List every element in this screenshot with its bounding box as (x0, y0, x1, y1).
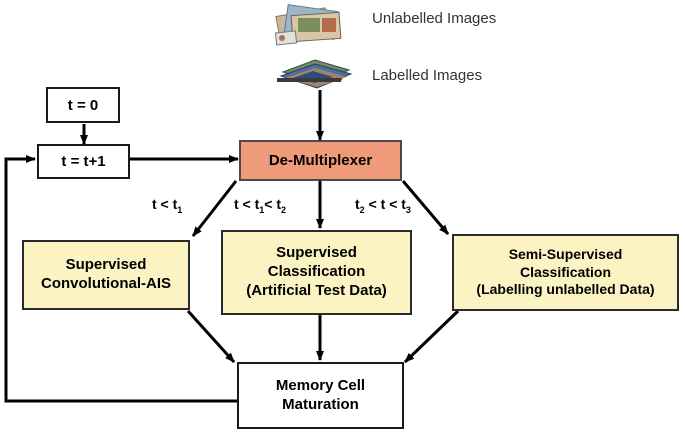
semi-sup-line-3: (Labelling unlabelled Data) (476, 281, 655, 298)
memory-line-1: Memory Cell (275, 376, 366, 394)
conv-ais-line-1: Supervised (65, 256, 147, 274)
init-step-label: t = 0 (67, 96, 99, 114)
unlabelled-images-icon (272, 2, 348, 46)
memory-line-2: Maturation (282, 395, 359, 413)
semi-supervised-classification-box: Semi-Supervised Classification (Labellin… (452, 234, 679, 311)
sup-class-line-3: (Artificial Test Data) (246, 281, 387, 299)
increment-step-label: t = t+1 (61, 153, 106, 170)
init-step-box: t = 0 (46, 87, 120, 123)
feedback-loop-arrow (4, 155, 237, 403)
labelled-images-icon (270, 54, 355, 92)
increment-step-box: t = t+1 (37, 144, 130, 179)
memory-cell-maturation-box: Memory Cell Maturation (237, 362, 404, 429)
conv-ais-line-2: Convolutional-AIS (41, 275, 171, 292)
semi-sup-line-2: Classification (519, 263, 611, 280)
semi-sup-line-1: Semi-Supervised (508, 246, 623, 263)
demux-to-semi-sup-arrow (401, 180, 450, 235)
labelled-images-label: Labelled Images (372, 67, 483, 84)
semi-sup-to-memory-arrow (403, 309, 460, 364)
sup-class-line-2: Classification (267, 263, 366, 281)
conv-ais-to-memory-arrow (186, 309, 236, 364)
supervised-classification-box: Supervised Classification (Artificial Te… (221, 230, 412, 315)
sup-class-line-1: Supervised (276, 244, 357, 262)
demux-to-conv-ais-arrow (191, 180, 238, 237)
condition-label-right: t2 < t < t3 (355, 196, 411, 215)
supervised-conv-ais-box: Supervised Convolutional-AIS (22, 240, 190, 310)
condition-label-middle: t < t1< t2 (234, 196, 287, 215)
demultiplexer-label: De-Multiplexer (268, 152, 373, 169)
demultiplexer-box: De-Multiplexer (239, 140, 402, 181)
unlabelled-images-label: Unlabelled Images (372, 10, 497, 27)
condition-label-left: t < t1 (152, 196, 183, 215)
